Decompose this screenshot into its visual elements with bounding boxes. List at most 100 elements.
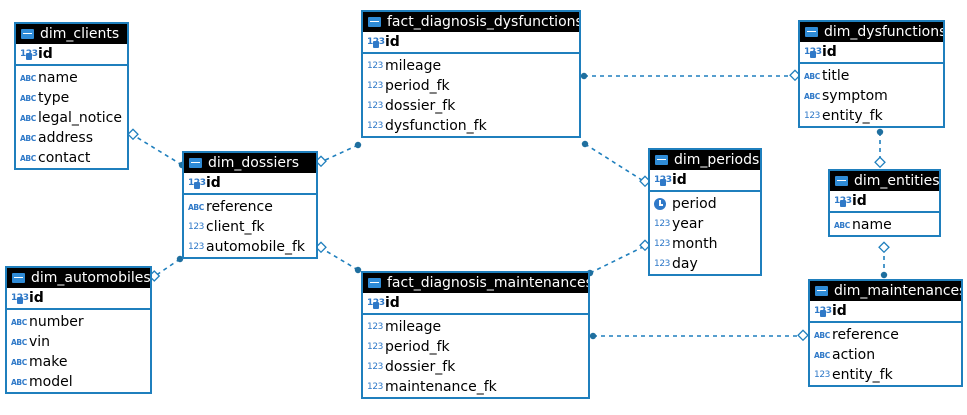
text-type-icon: ABC: [188, 202, 204, 212]
text-type-icon: ABC: [834, 220, 850, 230]
pk-diamond: [874, 156, 886, 169]
number-type-icon: 123: [367, 121, 383, 131]
number-key-icon: 123: [814, 306, 832, 317]
entity-title: fact_diagnosis_dysfunctions: [387, 14, 579, 30]
entity-header: dim_entities: [830, 171, 939, 191]
divider: [7, 308, 150, 310]
divider: [16, 64, 127, 66]
edge-dossiers-automobiles: [154, 258, 181, 277]
column-name: day: [672, 256, 698, 272]
column-name: legal_notice: [38, 110, 122, 126]
text-type-icon: ABC: [20, 133, 36, 143]
entity-title: dim_periods: [674, 152, 760, 168]
entity-header: dim_maintenances: [810, 281, 961, 301]
entity-title: dim_maintenances: [834, 283, 961, 299]
entity-header: fact_diagnosis_dysfunctions: [363, 12, 579, 32]
column-row[interactable]: period: [650, 194, 760, 214]
table-icon: [368, 278, 381, 288]
column-name: model: [29, 374, 73, 390]
table-icon: [815, 286, 828, 296]
column-name: dossier_fk: [385, 359, 456, 375]
entity-header: dim_dossiers: [184, 153, 316, 173]
number-key-icon: 123: [11, 293, 29, 304]
text-type-icon: ABC: [11, 377, 27, 387]
column-name: id: [29, 290, 44, 306]
number-type-icon: 123: [654, 219, 670, 229]
number-type-icon: 123: [367, 81, 383, 91]
edge-maint-periods: [589, 245, 646, 274]
number-type-icon: 123: [367, 322, 383, 332]
divider: [800, 62, 943, 64]
column-name: reference: [206, 199, 273, 215]
column-name: title: [822, 68, 850, 84]
text-type-icon: ABC: [11, 357, 27, 367]
table-icon: [189, 158, 202, 168]
column-name: dossier_fk: [385, 98, 456, 114]
entity-title: dim_clients: [40, 26, 120, 42]
entity-title: dim_entities: [854, 173, 939, 189]
number-key-icon: 123: [367, 298, 385, 309]
column-name: period_fk: [385, 78, 450, 94]
column-name: name: [852, 217, 892, 233]
number-key-icon: 123: [20, 49, 38, 60]
entity-title: dim_dossiers: [208, 155, 300, 171]
entity-header: fact_diagnosis_maintenances: [363, 273, 588, 293]
number-type-icon: 123: [367, 61, 383, 71]
number-type-icon: 123: [367, 101, 383, 111]
entity-header: dim_periods: [650, 150, 760, 170]
fk-dot: [589, 332, 597, 340]
column-name: id: [206, 175, 221, 191]
column-name: dysfunction_fk: [385, 118, 487, 134]
divider: [810, 321, 961, 323]
edge-maint-dossiers: [320, 247, 359, 271]
